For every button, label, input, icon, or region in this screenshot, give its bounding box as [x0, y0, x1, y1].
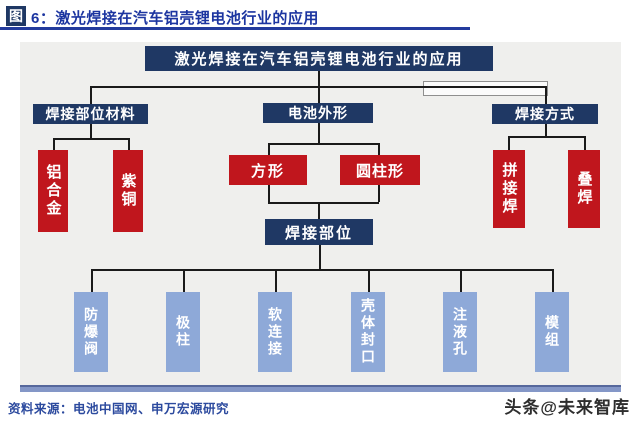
node-part-shell-seal: 壳体封口 — [351, 292, 385, 372]
node-part-pole: 极柱 — [166, 292, 200, 372]
node-weld-part: 焊接部位 — [265, 219, 373, 245]
connector-line — [90, 86, 92, 104]
connector-line — [545, 86, 547, 104]
connector-line — [545, 124, 547, 136]
connector-line — [90, 86, 545, 88]
node-part-explosion-valve: 防爆阀 — [74, 292, 108, 372]
figure-badge: 图 — [6, 6, 26, 26]
connector-line — [584, 136, 586, 150]
connector-line — [319, 245, 321, 269]
connector-line — [508, 136, 510, 150]
connector-line — [318, 123, 320, 143]
figure-title: 6：激光焊接在汽车铝壳锂电池行业的应用 — [31, 10, 319, 27]
node-aluminum-alloy: 铝合金 — [38, 150, 68, 232]
node-square-shape: 方形 — [229, 155, 307, 185]
connector-line — [183, 269, 185, 292]
node-butt-weld: 拼接焊 — [493, 150, 525, 228]
title-underline — [0, 27, 470, 30]
connector-line — [552, 269, 554, 292]
decor-white-rect — [423, 81, 548, 96]
connector-line — [460, 269, 462, 292]
node-part-module: 模组 — [535, 292, 569, 372]
connector-line — [508, 136, 584, 138]
watermark: 头条@未来智库 — [504, 398, 630, 417]
node-cylinder-shape: 圆柱形 — [340, 155, 420, 185]
node-root: 激光焊接在汽车铝壳锂电池行业的应用 — [145, 46, 493, 71]
connector-line — [53, 138, 55, 150]
connector-line — [90, 124, 92, 138]
connector-line — [53, 138, 128, 140]
connector-line — [318, 86, 320, 103]
node-part-injection-hole: 注液孔 — [443, 292, 477, 372]
connector-line — [91, 269, 552, 271]
connector-line — [91, 269, 93, 292]
panel-bottom-bar — [20, 387, 621, 392]
node-material-branch: 焊接部位材料 — [33, 104, 148, 124]
connector-line — [268, 143, 378, 145]
connector-line — [318, 202, 320, 219]
node-lap-weld: 叠焊 — [568, 150, 600, 228]
connector-line — [268, 202, 379, 204]
node-shape-branch: 电池外形 — [263, 103, 373, 123]
source-note: 资料来源：电池中国网、申万宏源研究 — [8, 402, 230, 416]
node-part-soft-connection: 软连接 — [258, 292, 292, 372]
connector-line — [128, 138, 130, 150]
connector-line — [275, 269, 277, 292]
node-copper: 紫铜 — [113, 150, 143, 232]
panel-bottom-edge — [20, 385, 621, 387]
node-method-branch: 焊接方式 — [492, 104, 598, 124]
connector-line — [368, 269, 370, 292]
connector-line — [318, 70, 320, 86]
